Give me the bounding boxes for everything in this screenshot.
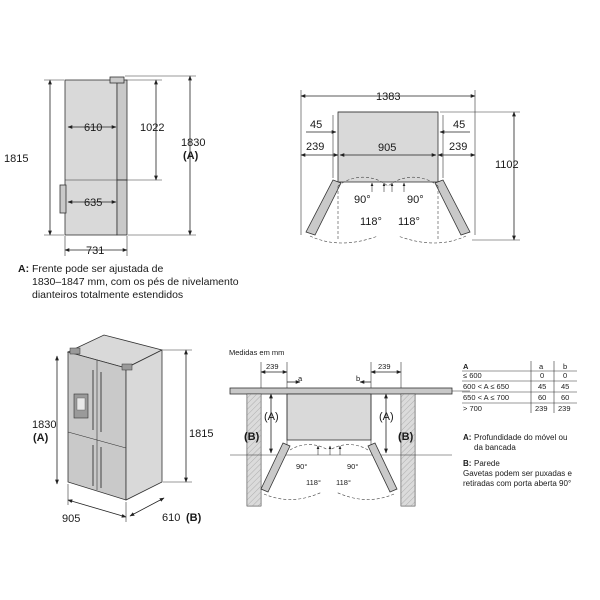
niche-angle-left-118: 118° bbox=[306, 478, 321, 487]
dim-iso-depth-610-ref: (B) bbox=[186, 512, 202, 524]
dim-top-width-1383: 1383 bbox=[376, 91, 400, 103]
table-row-2-range: 650 < A ≤ 700 bbox=[463, 393, 509, 402]
dim-top-side-right-239: 239 bbox=[449, 141, 467, 153]
dim-top-width-905: 905 bbox=[378, 142, 396, 154]
fridge-hinge-top bbox=[109, 76, 125, 84]
dim-side-depth-610: 610 bbox=[84, 122, 102, 134]
niche-fridge-body bbox=[286, 393, 372, 441]
table-row-3-a: 239 bbox=[535, 404, 548, 413]
niche-angle-right-90: 90° bbox=[347, 462, 358, 471]
niche-wall-right-label: (B) bbox=[398, 431, 414, 443]
table-row-1-b: 45 bbox=[561, 382, 569, 391]
top-view: 1383 45 45 239 905 239 1102 90° 90° 118°… bbox=[300, 90, 520, 244]
table-row-0-b: 0 bbox=[563, 371, 567, 380]
niche-label-a: a bbox=[298, 374, 303, 383]
dim-side-height-1830: 1830 bbox=[181, 137, 205, 149]
fridge-door-upper-side bbox=[116, 79, 128, 181]
note-right-a-line-1: Profundidade do móvel ou bbox=[474, 433, 567, 442]
fridge-side-body bbox=[64, 79, 118, 236]
note-right-a-label: A: bbox=[463, 433, 471, 442]
dim-side-height-1830-ref: (A) bbox=[183, 150, 199, 162]
dim-top-side-left-239: 239 bbox=[306, 141, 324, 153]
note-a-height: A: Frente pode ser ajustada de 1830–1847… bbox=[18, 263, 239, 301]
note-right-b-line-3: retiradas com porta aberta 90° bbox=[463, 479, 571, 488]
dim-iso-height-1830-ref: (A) bbox=[33, 432, 49, 444]
dim-top-gap-right-45: 45 bbox=[453, 119, 465, 131]
table-row-1-range: 600 < A ≤ 650 bbox=[463, 382, 509, 391]
angle-top-right-118: 118° bbox=[398, 216, 420, 228]
table-row-3-range: > 700 bbox=[463, 404, 482, 413]
table-row-1-a: 45 bbox=[538, 382, 546, 391]
note-right-b-line-1: Parede bbox=[474, 459, 500, 468]
table-header-col-a: a bbox=[539, 362, 544, 371]
note-right-b-line-2: Gavetas podem ser puxadas e bbox=[463, 469, 573, 478]
door-left-open bbox=[305, 179, 342, 236]
fridge-iso-side bbox=[125, 349, 163, 501]
niche-wall-left-label: (B) bbox=[244, 431, 260, 443]
clearance-table: A a b ≤ 600 0 0 600 < A ≤ 650 45 45 650 … bbox=[462, 361, 577, 413]
table-row-2-b: 60 bbox=[561, 393, 569, 402]
fridge-door-lower-side bbox=[116, 179, 128, 236]
table-row-0-range: ≤ 600 bbox=[463, 371, 482, 380]
niche-cab-right-label: (A) bbox=[379, 411, 394, 423]
dim-side-height-1815: 1815 bbox=[4, 153, 28, 165]
notes-right: A: Profundidade do móvel ou da bancada B… bbox=[463, 433, 573, 488]
door-right-open bbox=[434, 179, 471, 236]
niche-label-b: b bbox=[356, 374, 360, 383]
niche-angle-right-118: 118° bbox=[336, 478, 351, 487]
note-a-line-3: dianteiros totalmente estendidos bbox=[32, 289, 183, 301]
iso-view: 1830 (A) 1815 905 610 (B) bbox=[32, 334, 213, 525]
dim-side-depth-635: 635 bbox=[84, 197, 102, 209]
note-right-b-label: B: bbox=[463, 459, 471, 468]
niche-door-left bbox=[260, 442, 291, 493]
dim-iso-width-905: 905 bbox=[62, 513, 80, 525]
rear-wall bbox=[229, 387, 453, 395]
dim-top-depth-1102: 1102 bbox=[495, 159, 519, 171]
table-header-col-b: b bbox=[563, 362, 567, 371]
niche-caption: Medidas em mm bbox=[229, 348, 284, 357]
table-row-0-a: 0 bbox=[540, 371, 544, 380]
dim-iso-height-1830: 1830 bbox=[32, 419, 56, 431]
dim-side-height-1022: 1022 bbox=[140, 122, 164, 134]
side-view: 610 635 731 1022 1815 1830 (A) bbox=[4, 75, 205, 257]
niche-side-right-239: 239 bbox=[378, 362, 391, 371]
angle-top-left-118: 118° bbox=[360, 216, 382, 228]
niche-angle-left-90: 90° bbox=[296, 462, 307, 471]
niche-side-left-239: 239 bbox=[266, 362, 279, 371]
niche-door-right bbox=[367, 442, 398, 493]
fridge-top-body bbox=[337, 111, 439, 183]
niche-cab-left-label: (A) bbox=[264, 411, 279, 423]
niche-view: Medidas em mm (B) (B) (A) (A) bbox=[229, 348, 470, 507]
angle-top-right-90: 90° bbox=[407, 194, 424, 206]
dim-iso-depth-610: 610 bbox=[162, 512, 180, 524]
dim-side-depth-731: 731 bbox=[86, 245, 104, 257]
table-row-2-a: 60 bbox=[538, 393, 546, 402]
table-header-a: A bbox=[463, 362, 469, 371]
note-a-line-2: 1830–1847 mm, com os pés de nivelamento bbox=[32, 276, 239, 288]
note-right-a-line-2: da bancada bbox=[474, 443, 516, 452]
angle-top-left-90: 90° bbox=[354, 194, 371, 206]
dim-iso-height-1815: 1815 bbox=[189, 428, 213, 440]
dim-top-gap-left-45: 45 bbox=[310, 119, 322, 131]
fridge-rear-bracket bbox=[59, 184, 67, 214]
note-a-line-1: Frente pode ser ajustada de bbox=[32, 263, 163, 275]
note-a-label: A: bbox=[18, 263, 29, 275]
table-row-3-b: 239 bbox=[558, 404, 571, 413]
